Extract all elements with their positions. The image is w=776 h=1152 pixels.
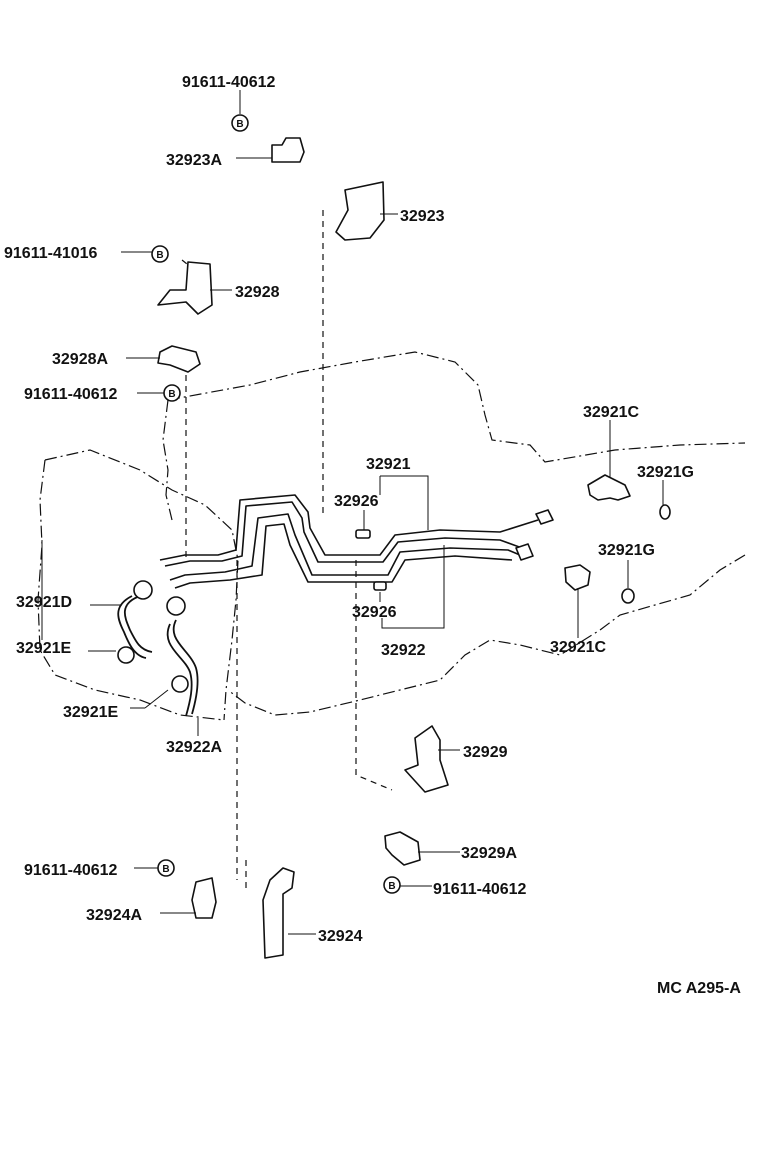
label-32926-bot: 32926 xyxy=(352,604,397,621)
label-32929: 32929 xyxy=(463,744,508,761)
bolt-icon: B xyxy=(163,384,181,402)
svg-text:B: B xyxy=(156,250,163,261)
label-bolt-top: 91611-40612 xyxy=(182,74,276,91)
label-32924A: 32924A xyxy=(86,907,142,924)
svg-text:B: B xyxy=(168,389,175,400)
label-bolt-bot-left: 91611-40612 xyxy=(24,862,118,879)
alignment-lines xyxy=(181,210,393,890)
label-32923A: 32923A xyxy=(166,152,222,169)
label-32922: 32922 xyxy=(381,642,426,659)
bolt-markers: B B B B B xyxy=(151,114,401,894)
label-32929A: 32929A xyxy=(461,845,517,862)
label-32928: 32928 xyxy=(235,284,280,301)
label-bolt-bot-right: 91611-40612 xyxy=(433,881,527,898)
label-32924: 32924 xyxy=(318,928,363,945)
drawing-code: MC A295-A xyxy=(657,980,741,997)
label-32921D: 32921D xyxy=(16,594,72,611)
label-32921E-b: 32921E xyxy=(63,704,118,721)
svg-text:B: B xyxy=(388,881,395,892)
small-parts xyxy=(117,474,671,717)
part-labels: 91611-40612 32923A 32923 91611-41016 329… xyxy=(4,74,741,997)
bolt-icon: B xyxy=(383,876,401,894)
leader-lines xyxy=(41,90,664,935)
brackets xyxy=(157,137,449,959)
bolt-icon: B xyxy=(231,114,249,132)
brake-pipes xyxy=(159,494,554,589)
svg-text:B: B xyxy=(236,119,243,130)
label-32922A: 32922A xyxy=(166,739,222,756)
label-32923: 32923 xyxy=(400,208,445,225)
label-32921C-bot: 32921C xyxy=(550,639,606,656)
label-bolt-mid-left: 91611-40612 xyxy=(24,386,118,403)
label-32921: 32921 xyxy=(366,456,411,473)
label-32921E-a: 32921E xyxy=(16,640,71,657)
label-32921G-top: 32921G xyxy=(637,464,694,481)
label-bolt-41016: 91611-41016 xyxy=(4,245,98,262)
label-32921C-top: 32921C xyxy=(583,404,639,421)
bolt-icon: B xyxy=(157,859,175,877)
svg-text:B: B xyxy=(162,864,169,875)
bolt-icon: B xyxy=(151,245,169,263)
label-32926-top: 32926 xyxy=(334,493,379,510)
label-32928A: 32928A xyxy=(52,351,108,368)
transmission-outline xyxy=(37,351,746,721)
label-32921G-mid: 32921G xyxy=(598,542,655,559)
